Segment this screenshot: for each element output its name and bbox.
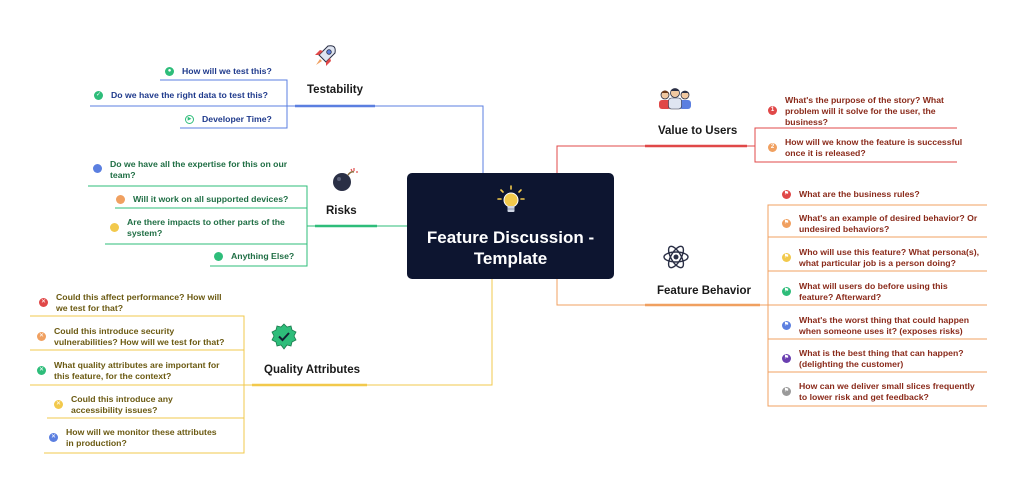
bomb-icon bbox=[333, 168, 358, 191]
flag-icon: ⚑ bbox=[782, 321, 791, 330]
flag-icon: ⚑ bbox=[782, 387, 791, 396]
status-dot: ✕ bbox=[37, 332, 46, 341]
badge-check-icon bbox=[271, 323, 297, 350]
rocket-icon bbox=[315, 45, 336, 66]
status-dot bbox=[110, 223, 119, 232]
central-topic[interactable]: Feature Discussion - Template bbox=[407, 173, 614, 279]
central-title: Feature Discussion - Template bbox=[426, 228, 595, 268]
status-dot bbox=[214, 252, 223, 261]
branch-quality-attributes[interactable]: Quality Attributes bbox=[264, 364, 361, 376]
flag-icon: ⚑ bbox=[782, 287, 791, 296]
flag-icon: ⚑ bbox=[782, 190, 791, 199]
flag-icon: ⚑ bbox=[782, 219, 791, 228]
status-dot: ✕ bbox=[49, 433, 58, 442]
branch-risks[interactable]: Risks bbox=[326, 205, 357, 217]
status-dot: ✕ bbox=[54, 400, 63, 409]
play-icon: ▶ bbox=[185, 115, 194, 124]
status-dot: ✕ bbox=[39, 298, 48, 307]
status-dot bbox=[93, 164, 102, 173]
people-icon bbox=[659, 88, 691, 110]
number-badge: 1 bbox=[768, 106, 777, 115]
status-dot: ✕ bbox=[37, 366, 46, 375]
user-icon: ● bbox=[165, 67, 174, 76]
flag-icon: ⚑ bbox=[782, 253, 791, 262]
branch-value-to-users[interactable]: Value to Users bbox=[658, 125, 738, 137]
flag-icon: ⚑ bbox=[782, 354, 791, 363]
branch-feature-behavior[interactable]: Feature Behavior bbox=[657, 285, 751, 297]
atom-icon bbox=[663, 245, 689, 269]
status-dot bbox=[116, 195, 125, 204]
check-icon: ✓ bbox=[94, 91, 103, 100]
lightbulb-icon bbox=[497, 185, 525, 212]
number-badge: 2 bbox=[768, 143, 777, 152]
branch-testability[interactable]: Testability bbox=[307, 84, 364, 96]
